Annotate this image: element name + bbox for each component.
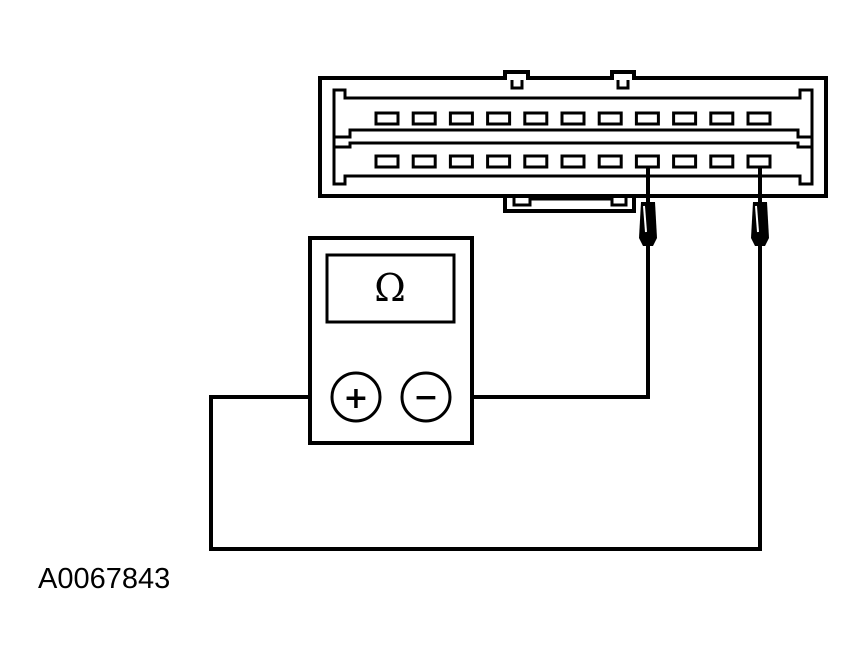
wire-negative — [452, 246, 650, 399]
wire-positive — [209, 246, 762, 551]
connector-pin — [746, 111, 772, 126]
connector-pin — [597, 154, 623, 169]
connector-pin — [709, 111, 735, 126]
multimeter-display — [325, 253, 456, 324]
latch-detail-left — [510, 80, 524, 90]
figure-id: A0067843 — [38, 563, 171, 595]
connector-pin — [523, 111, 549, 126]
multimeter: Ω + − — [308, 236, 474, 445]
probe-right — [751, 168, 769, 246]
latch-detail-right — [616, 80, 630, 90]
connector-pin — [597, 111, 623, 126]
probe-left — [639, 168, 657, 246]
connector-pin — [486, 154, 512, 169]
connector — [318, 70, 828, 213]
connector-pin — [634, 111, 660, 126]
connector-pin — [486, 111, 512, 126]
connector-pin — [411, 154, 437, 169]
pin-row-top — [374, 111, 772, 126]
connector-pin — [448, 154, 474, 169]
connector-pin — [634, 154, 660, 169]
connector-pin — [374, 154, 400, 169]
row-separator-lower — [334, 141, 812, 149]
connector-pin — [374, 111, 400, 126]
connector-pin — [672, 111, 698, 126]
row-separator — [334, 128, 812, 139]
connector-pin — [560, 154, 586, 169]
connector-inner-outline — [332, 88, 814, 186]
probe-tip-left — [639, 202, 657, 238]
connector-pin — [411, 111, 437, 126]
connector-housing — [318, 70, 828, 198]
probe-tip-right — [751, 202, 769, 238]
connector-pin — [448, 111, 474, 126]
connector-pin — [560, 111, 586, 126]
positive-sign: + — [343, 381, 368, 416]
connector-bottom-tab-inner — [512, 197, 628, 207]
negative-terminal — [400, 371, 452, 423]
connector-bottom-tab — [503, 196, 636, 213]
pin-row-bottom — [374, 154, 772, 169]
connector-pin — [709, 154, 735, 169]
positive-terminal — [330, 371, 382, 423]
negative-sign: − — [413, 380, 438, 415]
ohm-symbol: Ω — [374, 266, 406, 310]
connector-pin — [523, 154, 549, 169]
connector-pin — [746, 154, 772, 169]
connector-pin — [672, 154, 698, 169]
